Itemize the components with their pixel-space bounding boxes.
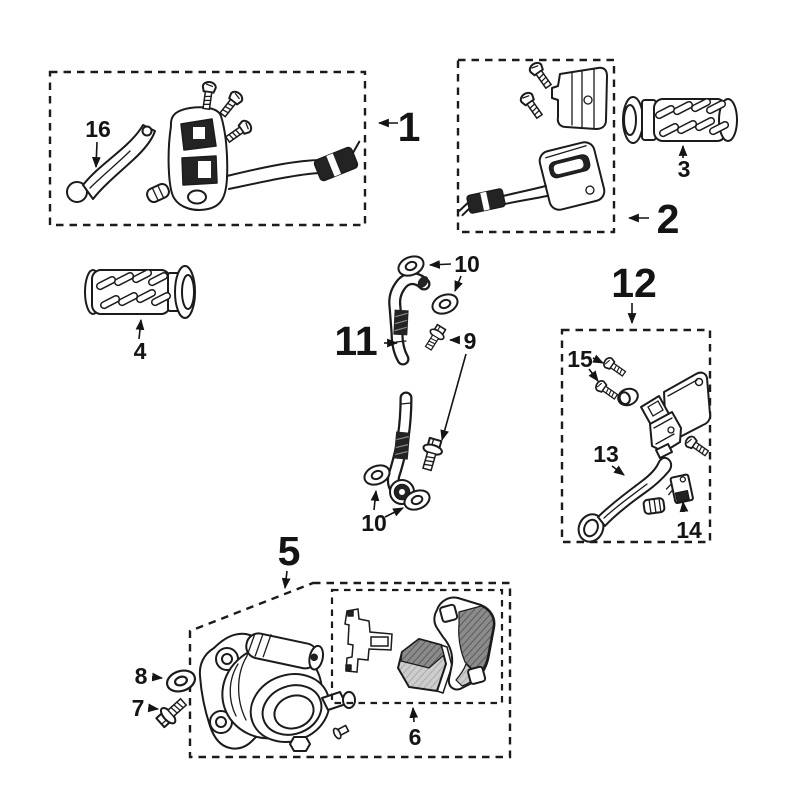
banjo-bolt-9 (416, 435, 446, 473)
callout-10-bottom-arrow-a (370, 489, 380, 511)
spacer-sleeve (146, 182, 170, 204)
callout-10-top-arrow-b (454, 275, 463, 293)
callout-13: 13 (593, 441, 619, 467)
callout-9: 9 (464, 328, 477, 354)
lever-pivot-screw (682, 433, 712, 460)
callout-3: 3 (678, 156, 691, 182)
group-1-box (48, 70, 367, 227)
callout-15-arrow-b (588, 368, 599, 382)
callout-10-top: 10 (454, 251, 480, 277)
callout-9-arrow-b (440, 353, 467, 442)
callout-6-arrow (409, 706, 419, 723)
callout-14: 14 (676, 517, 702, 543)
callout-7: 7 (132, 695, 145, 721)
throttle-grip-3 (622, 96, 738, 144)
callout-6: 6 (409, 724, 422, 750)
brake-pad-inner (396, 637, 453, 694)
washer-10-b (428, 289, 462, 319)
callout-8: 8 (135, 663, 148, 689)
brake-hose-lower-11 (386, 391, 415, 505)
callout-8-arrow (151, 672, 164, 682)
callout-5-arrow (281, 570, 291, 590)
switch-screws-2 (517, 59, 555, 122)
master-cylinder-body (640, 371, 712, 459)
cap-nut (617, 387, 639, 407)
callout-14-arrow (679, 500, 689, 513)
callout-13-arrow (611, 465, 625, 476)
stoplight-switch-14 (665, 473, 694, 505)
bleed-bolt-9 (421, 322, 449, 354)
callout-2: 2 (657, 196, 680, 242)
callout-10-top-arrow-a (428, 260, 452, 269)
group-12-box (560, 328, 712, 544)
callout-4-arrow (135, 318, 145, 340)
washer-8 (163, 666, 199, 696)
barrel-nut (642, 497, 666, 515)
handlebar-grip-4 (84, 265, 196, 319)
group-5-outline (188, 581, 512, 759)
callout-10-bottom: 10 (361, 510, 387, 536)
switch-block-upper (551, 66, 608, 130)
switch-wiring-cable (226, 140, 361, 190)
callout-12: 12 (611, 260, 657, 306)
callout-16-arrow (91, 141, 101, 169)
callout-1: 1 (398, 104, 421, 150)
caliper-bolt-7 (152, 693, 191, 731)
left-switch-housing (167, 106, 229, 211)
callout-5: 5 (278, 528, 301, 574)
callout-7-arrow (147, 703, 160, 713)
pad-spring-clip (344, 608, 393, 673)
brake-hose-upper-11 (388, 272, 431, 366)
switch-lower-with-cable (458, 141, 606, 217)
callout-15: 15 (567, 346, 593, 372)
callout-11: 11 (334, 318, 377, 364)
callout-4: 4 (134, 338, 147, 364)
callout-16: 16 (85, 116, 111, 142)
brake-pad-outer (433, 596, 496, 691)
group-2-box (456, 58, 616, 234)
brake-caliper (198, 632, 356, 752)
callout-10-bottom-arrow-b (384, 507, 404, 518)
group-6-box (330, 588, 504, 705)
brake-lever-16 (66, 124, 156, 203)
brake-lever-13 (577, 456, 673, 543)
callout-15-arrow-a (592, 354, 604, 364)
